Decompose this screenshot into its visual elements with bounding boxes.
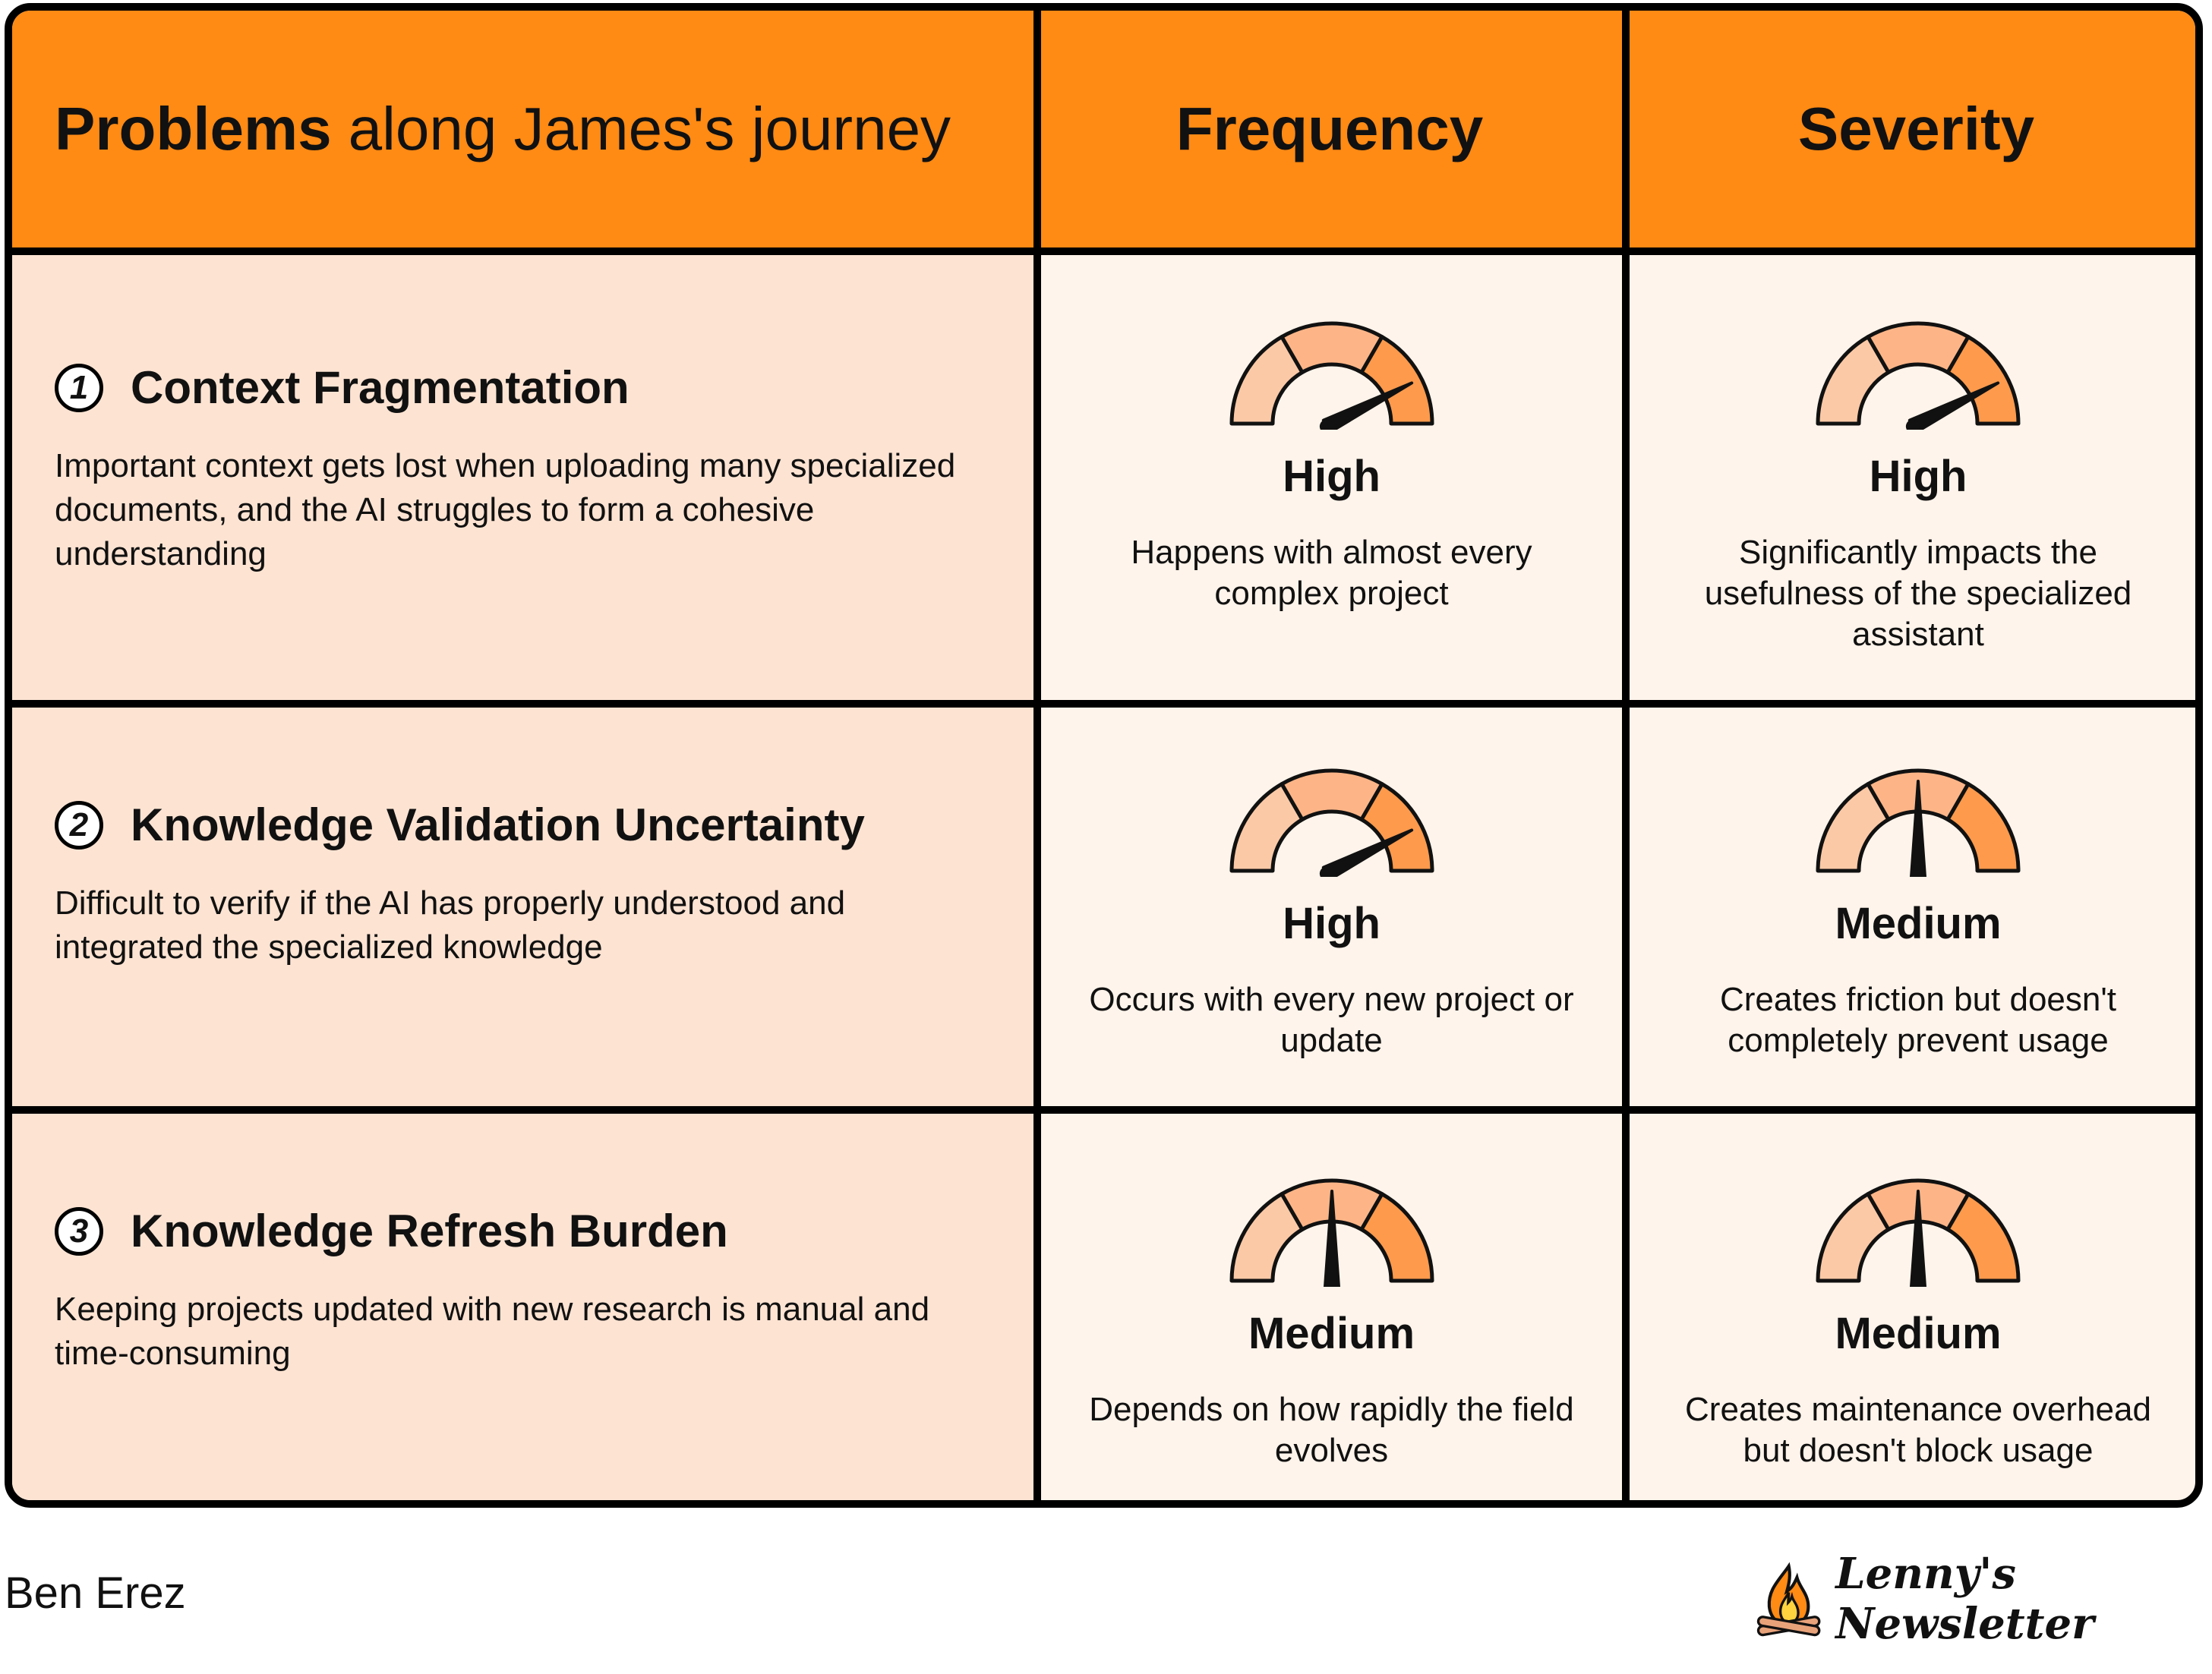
frequency-cell: Medium Depends on how rapidly the field … [1041,1174,1622,1471]
gauge-segment [1359,1192,1434,1283]
header-frequency: Frequency [1175,95,1484,162]
gauge-needle [1910,1190,1926,1287]
problem-cell: 3 Knowledge Refresh Burden Keeping proje… [55,1205,989,1376]
problem-description: Difficult to verify if the AI has proper… [55,884,846,966]
gauge-needle [1323,1190,1340,1287]
problem-column-background [12,255,1033,1500]
header-problems-bold: Problems [55,95,332,162]
problem-title-text: Knowledge Validation Uncertainty [131,799,865,850]
table-row: 3 Knowledge Refresh Burden Keeping proje… [12,1114,2195,1500]
gauge-icon [1816,321,2021,430]
gauge-segment [1945,1192,2021,1283]
problem-description: Keeping projects updated with new resear… [55,1291,930,1372]
problem-title-text: Knowledge Refresh Burden [131,1206,728,1256]
gauge-segment [1359,782,1434,873]
brand-logo: Lenny's Newsletter [1754,1549,2212,1649]
gauge-icon [1229,1178,1434,1287]
header-severity: Severity [1797,95,2035,162]
frequency-level: High [1283,452,1381,501]
row-divider [12,700,2195,708]
problem-title-text: Context Fragmentation [131,362,630,413]
problems-table: Problems along James's journey Frequency… [5,3,2203,1508]
table-row: 2 Knowledge Validation Uncertainty Diffi… [12,708,2195,1106]
severity-cell: Medium Creates friction but doesn't comp… [1633,764,2195,1061]
header-problems: Problems along James's journey [55,11,1027,247]
gauge-segment [1945,782,2021,873]
gauge-icon [1816,768,2021,877]
severity-level: Medium [1835,899,2002,948]
gauge-hub [1324,1280,1339,1287]
brand-name: Lenny's Newsletter [1835,1549,2094,1649]
frequency-description: Happens with almost every complex projec… [1131,534,1532,612]
problem-title: 1 Context Fragmentation [55,361,989,414]
table-row: 1 Context Fragmentation Important contex… [12,255,2195,700]
problem-number-badge: 2 [55,800,103,850]
gauge-hub [1905,419,1920,430]
header-problems-rest: along James's journey [348,95,951,162]
problem-title: 3 Knowledge Refresh Burden [55,1205,989,1257]
gauge-icon [1816,1178,2021,1287]
problem-cell: 1 Context Fragmentation Important contex… [55,361,989,576]
problem-title: 2 Knowledge Validation Uncertainty [55,799,989,851]
author-name: Ben Erez [5,1568,186,1618]
gauge-icon [1229,321,1434,430]
row-divider [12,1106,2195,1114]
gauge-hub [1911,1280,1925,1287]
problem-description: Important context gets lost when uploadi… [55,447,956,572]
frequency-level: Medium [1248,1309,1415,1358]
gauge-segment [1945,335,2021,426]
campfire-icon [1756,1562,1821,1637]
gauge-segment [1359,335,1434,426]
severity-description: Creates friction but doesn't completely … [1719,981,2116,1059]
frequency-level: High [1283,899,1381,948]
severity-cell: High Significantly impacts the usefulnes… [1633,317,2195,655]
problem-number-badge: 1 [55,363,103,412]
gauge-needle [1910,780,1926,877]
column-divider [1033,11,1041,1500]
frequency-cell: High Occurs with every new project or up… [1041,764,1622,1061]
frequency-description: Occurs with every new project or update [1089,981,1574,1059]
gauge-icon [1229,768,1434,877]
severity-description: Significantly impacts the usefulness of … [1704,534,2132,653]
gauge-hub [1911,870,1925,877]
problem-number-badge: 3 [55,1206,103,1256]
frequency-description: Depends on how rapidly the field evolves [1089,1391,1574,1469]
column-divider [1622,11,1630,1500]
severity-level: High [1869,452,1967,501]
gauge-hub [1319,419,1333,430]
severity-cell: Medium Creates maintenance overhead but … [1633,1174,2195,1471]
table-header: Problems along James's journey Frequency… [12,11,2195,255]
frequency-cell: High Happens with almost every complex p… [1041,317,1622,614]
problem-cell: 2 Knowledge Validation Uncertainty Diffi… [55,799,989,969]
gauge-hub [1319,866,1333,877]
severity-level: Medium [1835,1309,2002,1358]
severity-description: Creates maintenance overhead but doesn't… [1685,1391,2151,1469]
